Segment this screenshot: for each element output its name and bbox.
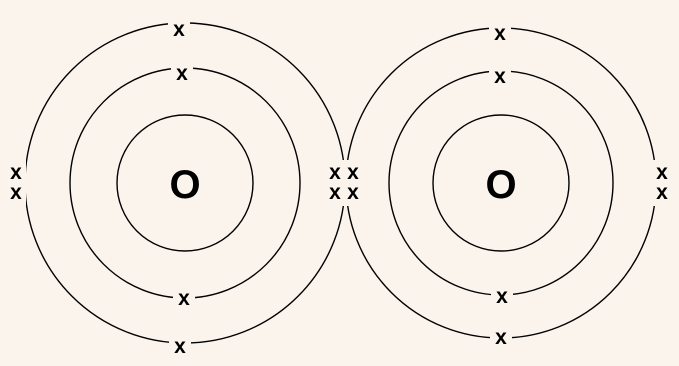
atom-right-electron-shell3-left-a: x (347, 161, 359, 184)
atom-right-electron-shell2-bottom: x (496, 285, 508, 308)
atom-left: O x x x x x x x x (6, 16, 346, 358)
atom-left-electron-shell2-bottom: x (178, 287, 190, 310)
atom-right-electron-shell3-right-a: x (656, 161, 668, 184)
atom-right-electron-shell3-top: x (494, 22, 506, 45)
atom-right-electron-shell3-bottom: x (495, 326, 507, 349)
atom-right-shell-inner (432, 114, 570, 252)
atom-left-electron-shell3-left-a: x (10, 161, 22, 184)
atom-left-electron-shell3-right-a: x (329, 161, 341, 184)
atom-right-electron-shell2-top: x (494, 65, 506, 88)
atom-left-electron-shell2-top: x (176, 62, 188, 85)
atom-left-electron-shell3-left-b: x (10, 181, 22, 204)
atom-left-electron-shell3-right-b: x (329, 181, 341, 204)
atom-left-symbol: O (169, 163, 200, 207)
atom-left-shell-inner (116, 114, 254, 252)
atom-right-electron-shell3-left-b: x (347, 181, 359, 204)
atom-left-electron-shell3-bottom: x (174, 335, 186, 358)
atom-right: O x x x x x x x x (344, 20, 672, 349)
atom-left-electron-shell3-top: x (173, 18, 185, 41)
atom-right-electron-shell3-right-b: x (656, 181, 668, 204)
atom-right-symbol: O (485, 163, 516, 207)
